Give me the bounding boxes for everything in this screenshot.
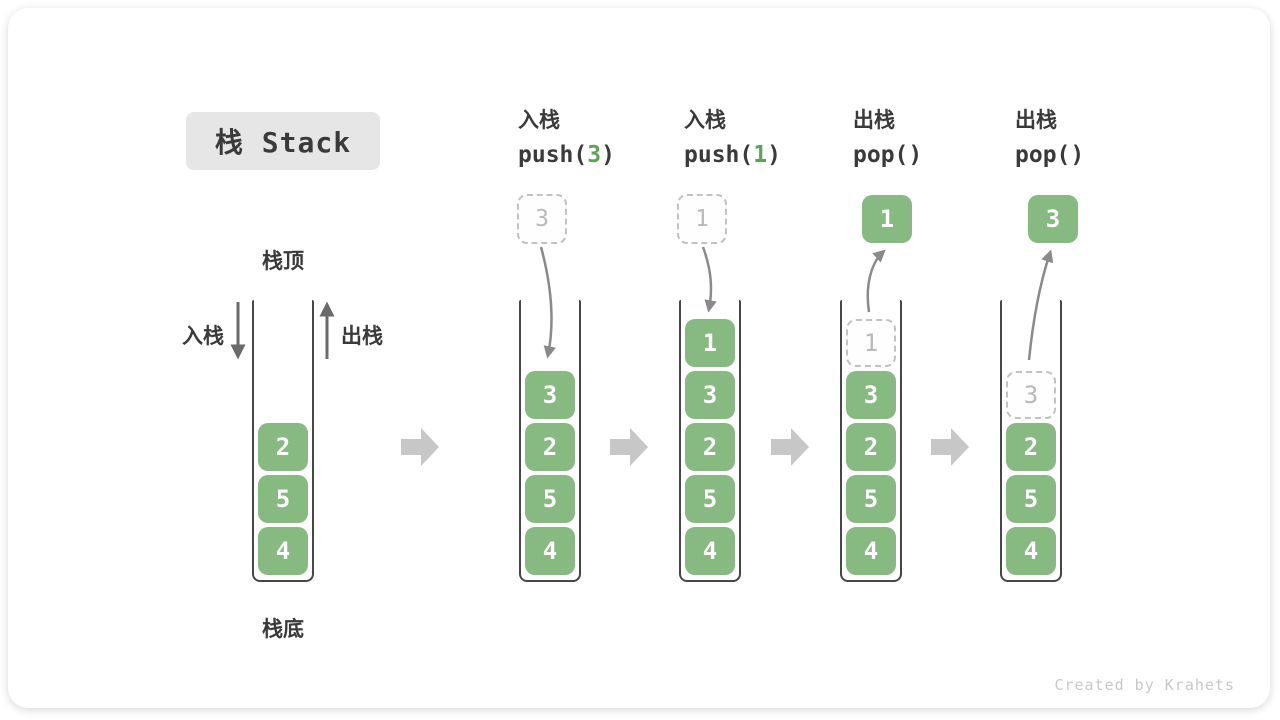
- title-text: 栈 Stack: [214, 126, 352, 159]
- stack-block: 5: [525, 475, 575, 523]
- stack-block: 3: [846, 371, 896, 419]
- title-badge: 栈 Stack: [186, 112, 380, 170]
- op-code: pop(): [1015, 142, 1085, 168]
- stack-block: 5: [1006, 475, 1056, 523]
- stack-block: 4: [1006, 527, 1056, 575]
- stack-container-after-push1: [679, 300, 741, 582]
- stack-block: 2: [525, 423, 575, 471]
- stack-bottom-label: 栈底: [262, 618, 304, 641]
- stack-block: 3: [685, 371, 735, 419]
- stack-block: 2: [1006, 423, 1056, 471]
- op-code: push(3): [518, 142, 615, 168]
- op-header-push1: 入栈 push(1): [684, 104, 781, 168]
- stack-container-initial: [252, 300, 314, 582]
- pop-side-label: 出栈: [341, 325, 383, 348]
- stack-block: 2: [685, 423, 735, 471]
- stack-block: 2: [846, 423, 896, 471]
- push-arg: 1: [753, 142, 768, 168]
- op-header-pop-first: 出栈 pop(): [853, 104, 922, 168]
- stack-container-after-push3: [519, 300, 581, 582]
- op-name: 入栈: [518, 109, 560, 132]
- stack-block: 2: [258, 423, 308, 471]
- stack-block: 4: [846, 527, 896, 575]
- stack-top-label: 栈顶: [262, 250, 304, 273]
- step-arrow-icon: [771, 428, 809, 466]
- push-side-label: 入栈: [182, 325, 224, 348]
- step-arrow-icon: [931, 428, 969, 466]
- popped-value-box: 3: [1028, 195, 1078, 243]
- stack-block: 3: [525, 371, 575, 419]
- watermark: Created by Krahets: [1054, 676, 1235, 694]
- ghost-block: 3: [1006, 371, 1056, 419]
- stack-block: 4: [685, 527, 735, 575]
- stack-block: 4: [525, 527, 575, 575]
- stack-block: 5: [685, 475, 735, 523]
- op-name: 出栈: [1015, 109, 1057, 132]
- stack-block: 5: [846, 475, 896, 523]
- push-arg: 3: [587, 142, 602, 168]
- step-arrow-icon: [610, 428, 648, 466]
- diagram-card: 栈 Stack 栈顶 栈底 入栈 出栈 入栈 push(3) 入栈 push(1…: [8, 8, 1270, 708]
- op-name: 出栈: [853, 109, 895, 132]
- stack-block: 1: [685, 319, 735, 367]
- stack-block: 4: [258, 527, 308, 575]
- stack-container-after-pop3: [1000, 300, 1062, 582]
- step-arrow-icon: [401, 428, 439, 466]
- stack-block: 5: [258, 475, 308, 523]
- op-header-push3: 入栈 push(3): [518, 104, 615, 168]
- op-code: pop(): [853, 142, 923, 168]
- op-name: 入栈: [684, 109, 726, 132]
- op-header-pop-second: 出栈 pop(): [1015, 104, 1084, 168]
- op-code: push(1): [684, 142, 781, 168]
- incoming-value-box: 1: [677, 194, 727, 244]
- ghost-block: 1: [846, 319, 896, 367]
- stack-container-after-pop1: [840, 300, 902, 582]
- incoming-value-box: 3: [517, 194, 567, 244]
- popped-value-box: 1: [862, 195, 912, 243]
